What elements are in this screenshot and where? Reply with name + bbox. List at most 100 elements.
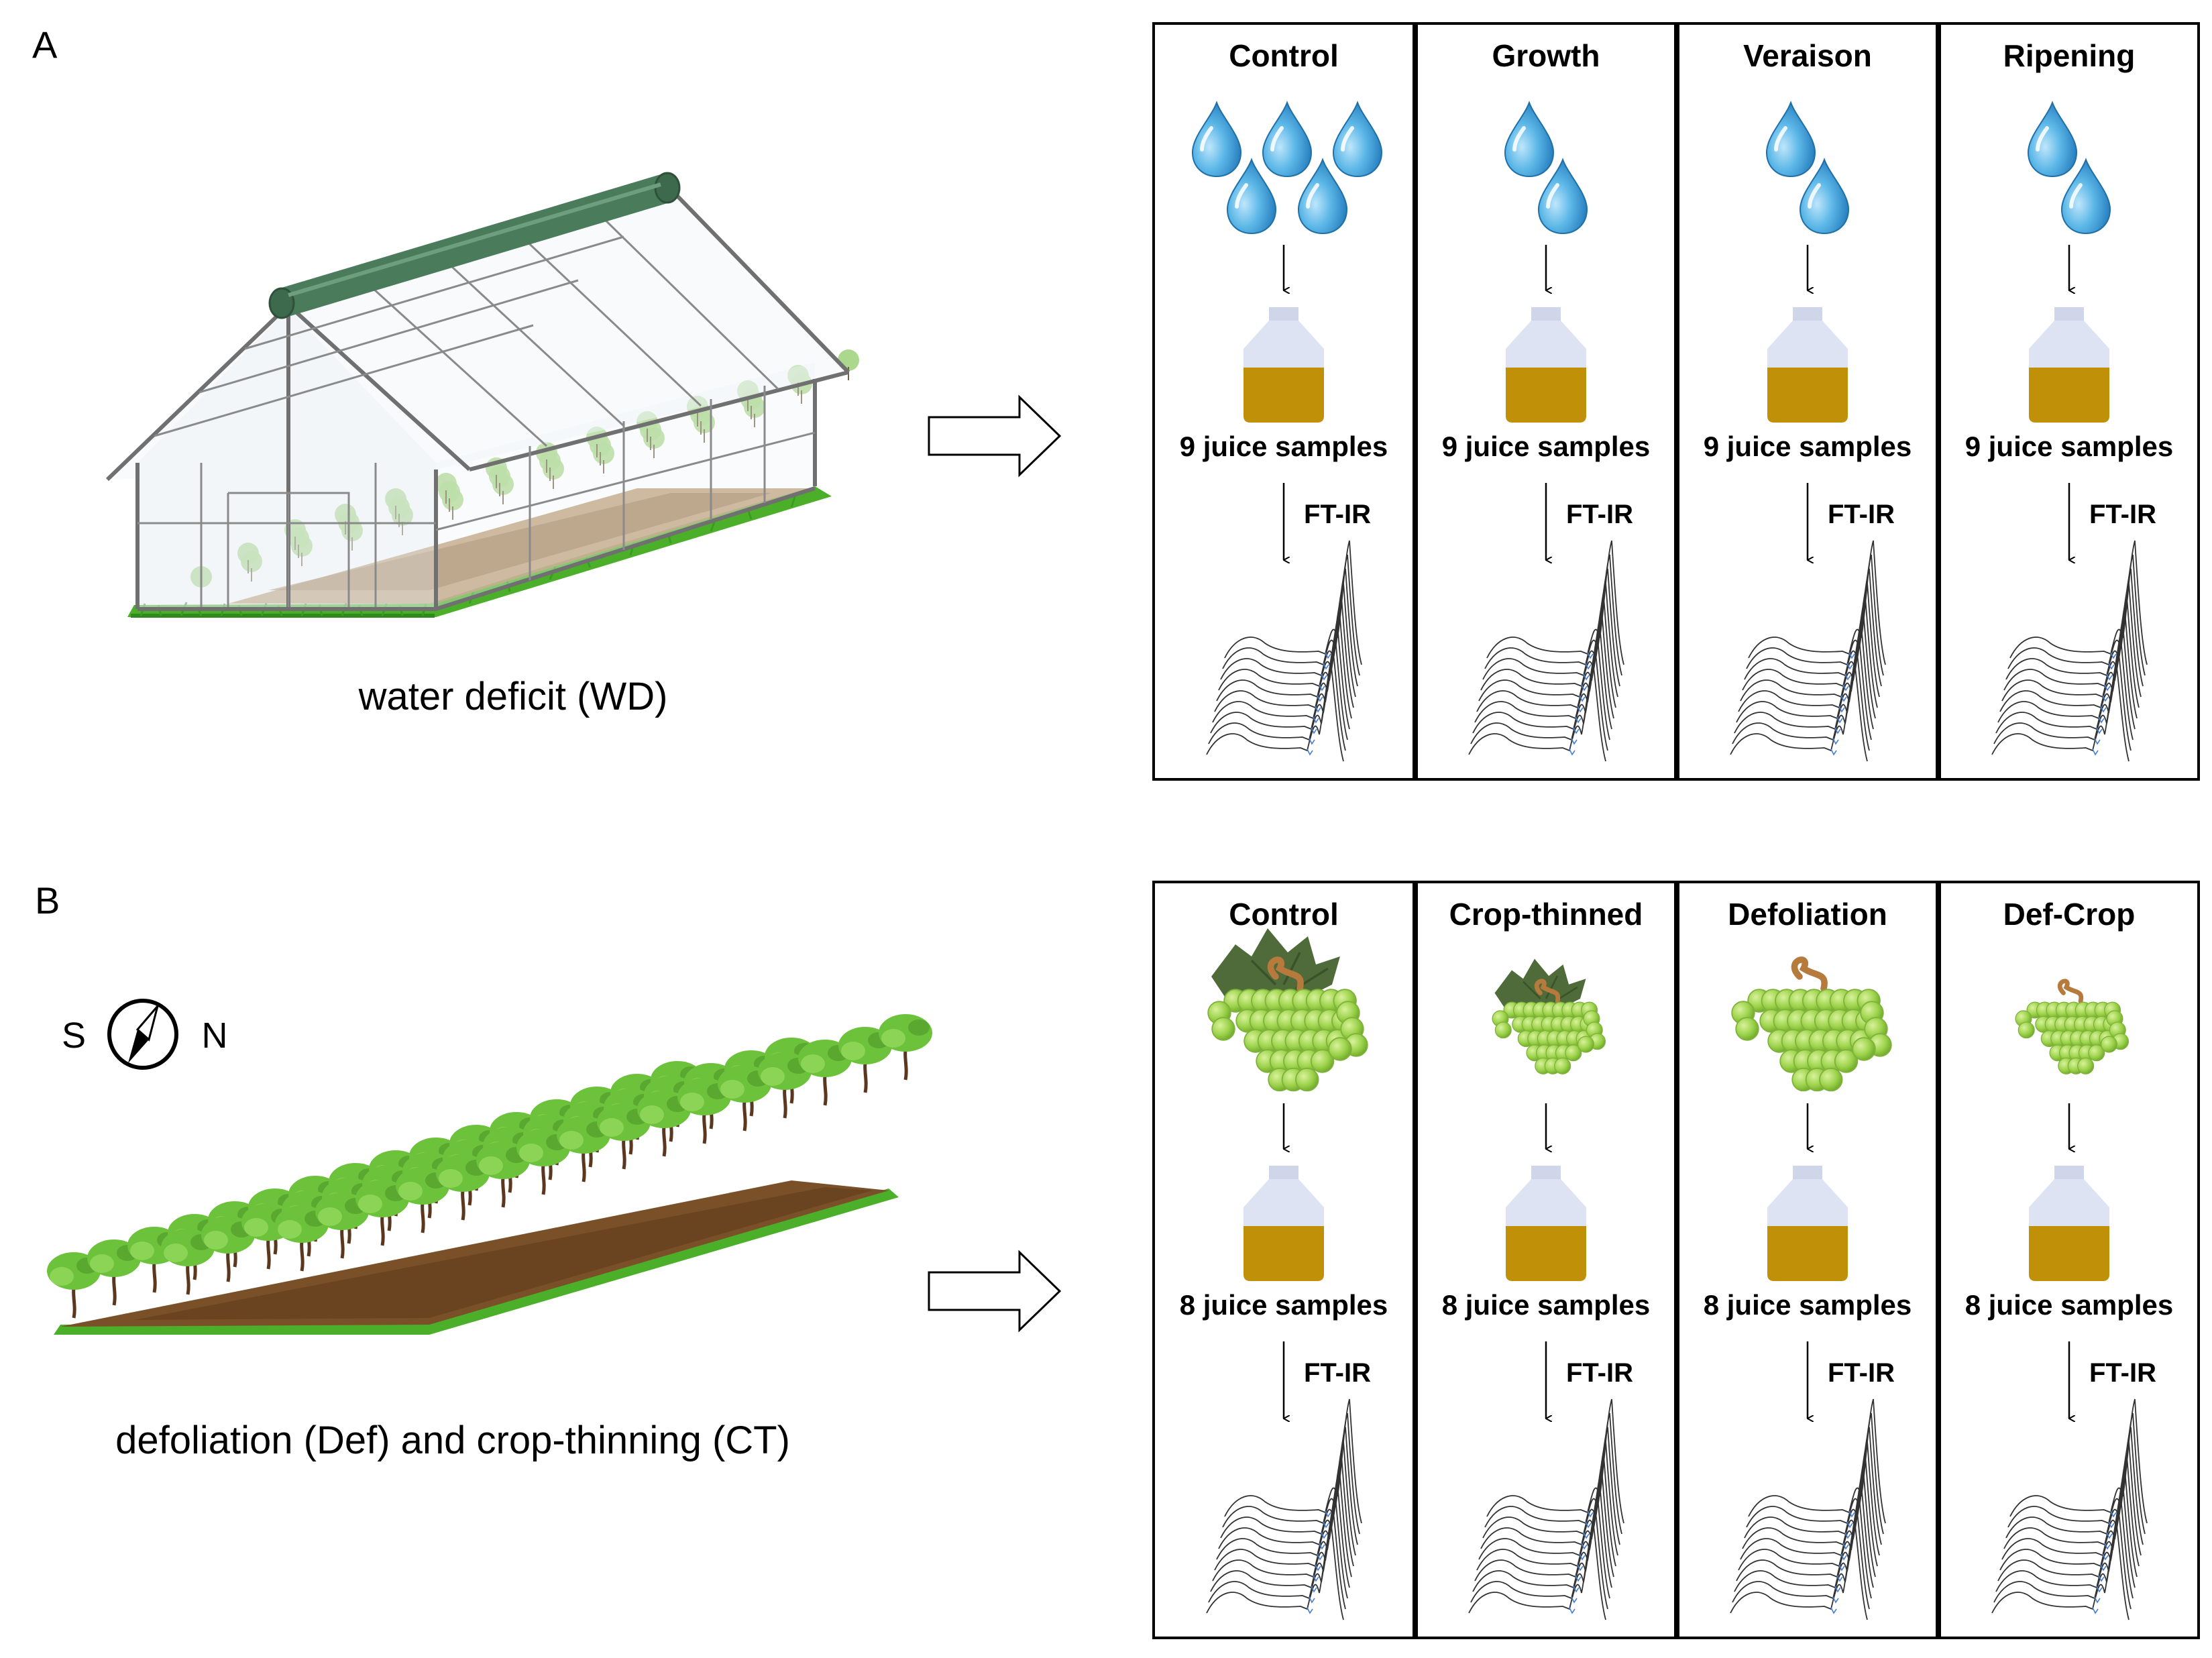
- spectrum-trace: [1732, 653, 1870, 751]
- spectrum-marker: [1848, 652, 1855, 659]
- spectrum-marker: [1575, 1575, 1582, 1582]
- spectrum-marker: [2110, 652, 2117, 659]
- spectrum-marker: [1581, 684, 1588, 692]
- spectrum-marker: [2102, 1553, 2109, 1561]
- spectrum-trace: [1206, 1525, 1344, 1620]
- ftir-label: FT-IR: [1304, 500, 1371, 529]
- spectrum-marker: [1569, 1607, 1575, 1614]
- sample-count-label: 8 juice samples: [1965, 1289, 2174, 1321]
- spectrum-marker: [2098, 716, 2105, 724]
- sample-count-label: 8 juice samples: [1442, 1289, 1651, 1321]
- ftir-spectra-icon: [1730, 540, 1886, 762]
- spectrum-marker: [1309, 1596, 1315, 1604]
- spectrum-marker: [2094, 1596, 2101, 1604]
- spectrum-trace: [1468, 667, 1606, 762]
- grape-berry: [1735, 1017, 1759, 1041]
- grape-berry: [2088, 1044, 2105, 1062]
- ftir-spectra-icon: [1468, 540, 1624, 762]
- spectrum-trace: [1748, 1398, 1886, 1524]
- column-title: Crop-thinned: [1449, 897, 1643, 932]
- spectrum-trace: [1744, 568, 1882, 687]
- panel-b-caption: defoliation (Def) and crop-thinning (CT): [115, 1419, 790, 1462]
- spectrum-marker: [1844, 1532, 1851, 1539]
- spectrum-trace: [2005, 1427, 2144, 1545]
- spectrum-trace: [1480, 1441, 1618, 1556]
- spectrum-trace: [1214, 610, 1352, 719]
- spectrum-trace: [1740, 1455, 1878, 1567]
- panel-b-letter: B: [35, 879, 60, 922]
- grape-stem-icon: [1534, 979, 1561, 1004]
- spectrum-trace: [1746, 554, 1884, 676]
- spectrum-marker: [1315, 706, 1321, 713]
- column-title: Def-Crop: [2003, 897, 2136, 932]
- spectrum-trace: [1212, 624, 1350, 730]
- spectrum-marker: [1587, 652, 1594, 659]
- spectrum-trace: [1997, 624, 2136, 730]
- grape-berry: [1852, 1037, 1876, 1061]
- spectrum-trace: [1218, 1441, 1356, 1556]
- spectrum-trace: [1222, 554, 1360, 676]
- spectrum-trace: [1478, 596, 1616, 708]
- spectrum-marker: [1579, 1553, 1586, 1561]
- column-title: Growth: [1492, 38, 1600, 73]
- spectrum-trace: [2001, 1455, 2140, 1567]
- spectrum-trace: [1212, 1483, 1350, 1588]
- spectrum-trace: [1218, 582, 1356, 698]
- spectrum-marker: [2092, 749, 2099, 756]
- spectrum-marker: [1573, 727, 1580, 734]
- spectrum-marker: [1571, 738, 1578, 745]
- spectrum-marker: [1311, 727, 1317, 734]
- spectrum-marker: [1840, 1553, 1847, 1561]
- spectrum-marker: [1317, 695, 1323, 702]
- spectrum-marker: [2104, 684, 2111, 692]
- spectrum-marker: [1832, 1596, 1839, 1604]
- spectrum-marker: [1836, 716, 1843, 724]
- spectrum-marker: [1848, 1510, 1855, 1518]
- spectrum-trace: [1730, 1525, 1868, 1620]
- spectrum-trace: [1468, 1525, 1606, 1620]
- column-title: Ripening: [2003, 38, 2136, 73]
- spectrum-marker: [1832, 738, 1839, 745]
- spectrum-trace: [1991, 1525, 2130, 1620]
- spectrum-trace: [1224, 1398, 1362, 1524]
- sample-count-label: 9 juice samples: [1180, 431, 1388, 462]
- sample-count-label: 9 juice samples: [1965, 431, 2174, 462]
- grape-berry: [2017, 1021, 2035, 1039]
- spectrum-trace: [2007, 554, 2146, 676]
- spectrum-trace: [1216, 596, 1354, 708]
- spectrum-marker: [1319, 1543, 1325, 1550]
- spectrum-marker: [1583, 1532, 1590, 1539]
- spectrum-marker: [2100, 706, 2107, 713]
- spectrum-marker: [1569, 749, 1575, 756]
- spectrum-trace: [1216, 1455, 1354, 1567]
- spectrum-marker: [1323, 663, 1329, 670]
- spectrum-marker: [2110, 1510, 2117, 1518]
- spectrum-marker: [2106, 673, 2113, 681]
- column-title: Control: [1229, 38, 1339, 73]
- spectrum-trace: [1734, 639, 1872, 740]
- flow-arrow-b: [928, 1250, 1062, 1333]
- ftir-label: FT-IR: [1566, 1358, 1633, 1388]
- spectrum-trace: [1478, 1455, 1616, 1567]
- spectrum-marker: [1317, 1553, 1323, 1561]
- spectrum-trace: [1476, 610, 1614, 719]
- spectrum-trace: [1730, 667, 1868, 762]
- spectrum-marker: [1307, 1607, 1313, 1614]
- grape-berry: [1295, 1067, 1319, 1092]
- spectrum-marker: [1846, 1521, 1853, 1529]
- spectrum-trace: [1474, 624, 1612, 730]
- ftir-label: FT-IR: [1828, 500, 1895, 529]
- spectrum-marker: [1313, 1575, 1319, 1582]
- spectrum-trace: [1748, 540, 1886, 665]
- spectrum-marker: [1579, 695, 1586, 702]
- spectrum-trace: [1991, 667, 2130, 762]
- spectrum-trace: [1476, 1469, 1614, 1578]
- vineyard-illustration: [47, 1014, 932, 1335]
- sample-count-label: 9 juice samples: [1442, 431, 1651, 462]
- spectrum-trace: [1742, 582, 1880, 698]
